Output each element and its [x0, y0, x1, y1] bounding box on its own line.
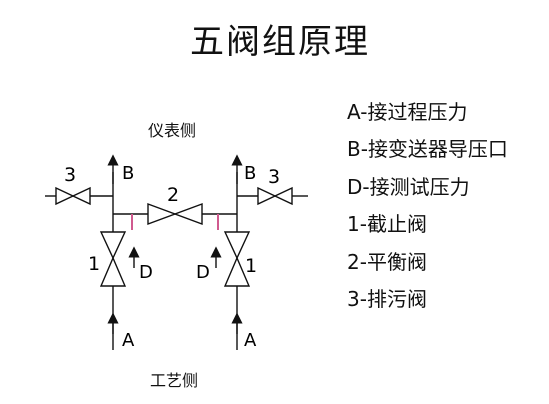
legend-item-a: A-接过程压力 [347, 100, 468, 124]
left-stop-valve [99, 231, 127, 287]
left-vent-valve-label: 3 [64, 164, 76, 186]
b-left-label: B [122, 163, 134, 184]
left-vent-valve [55, 186, 91, 206]
right-vent-valve-label: 3 [268, 166, 280, 188]
d-right-label: D [196, 262, 210, 283]
legend-item-d: D-接测试压力 [347, 174, 470, 199]
d-left-label: D [139, 262, 153, 283]
right-stop-valve [223, 231, 251, 287]
legend-list: A-接过程压力 B-接变送器导压口 D-接测试压力 1-截止阀 2-平衡阀 3-… [347, 94, 508, 318]
right-stop-valve-label: 1 [245, 255, 257, 277]
balance-valve-label: 2 [167, 184, 179, 206]
a-left-label: A [122, 330, 135, 351]
a-right-label: A [244, 330, 257, 351]
process-side-label: 工艺侧 [150, 371, 199, 390]
b-right-label: B [244, 163, 256, 184]
right-vent-valve [257, 186, 293, 206]
legend-item-1: 1-截止阀 [347, 212, 427, 237]
legend-item-2: 2-平衡阀 [347, 249, 427, 274]
balance-valve [147, 202, 203, 226]
left-stop-valve-label: 1 [88, 253, 100, 275]
instrument-side-label: 仪表侧 [148, 121, 197, 140]
page-title: 五阀组原理 [190, 22, 370, 62]
legend-item-3: 3-排污阀 [347, 287, 427, 312]
legend-item-b: B-接变送器导压口 [347, 137, 508, 162]
